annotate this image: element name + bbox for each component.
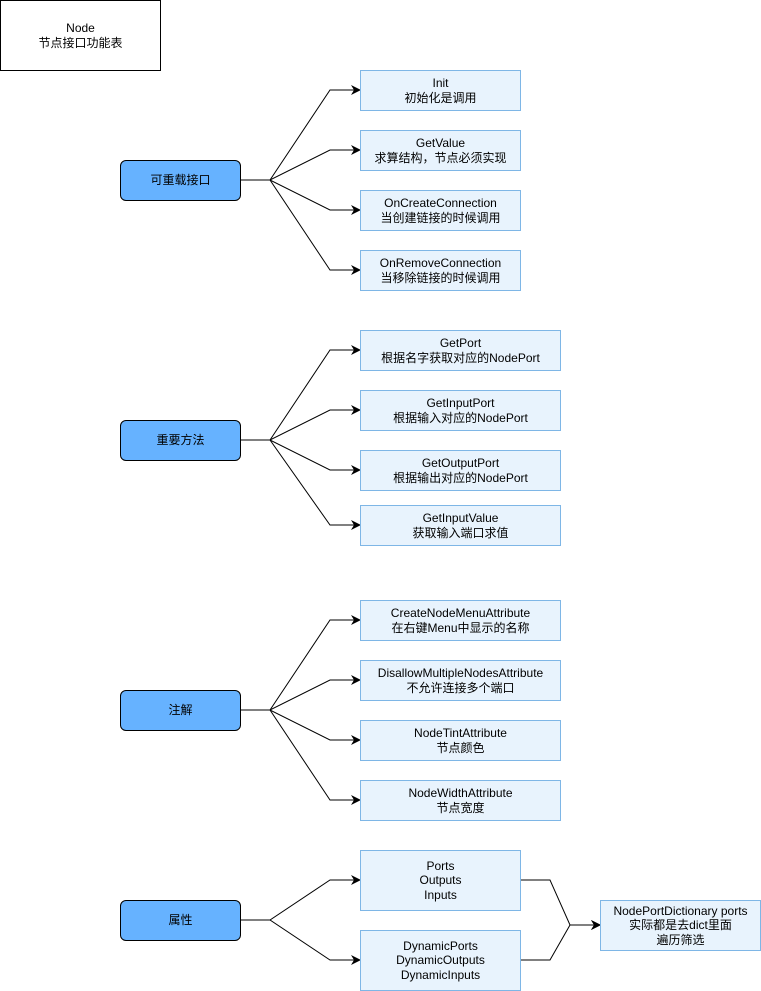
result-nodeportdictionary: NodePortDictionary ports 实际都是去dict里面 遍历筛… [600, 900, 761, 951]
item-desc: 根据输出对应的NodePort [393, 470, 528, 485]
item-name: Init [432, 76, 449, 90]
item-nodewidthattribute: NodeWidthAttribute 节点宽度 [360, 780, 561, 821]
item-name: GetOutputPort [421, 456, 500, 470]
connector [240, 875, 361, 921]
connector [240, 179, 361, 275]
item-oncreateconnection: OnCreateConnection 当创建链接的时候调用 [360, 190, 521, 231]
category-important-methods: 重要方法 [120, 420, 241, 461]
category-overridable-interfaces: 可重载接口 [120, 160, 241, 201]
item-name: GetInputValue [422, 511, 499, 525]
item-init: Init 初始化是调用 [360, 70, 521, 111]
item-line: DynamicInputs [400, 967, 481, 982]
item-dynamicports: DynamicPorts DynamicOutputs DynamicInput… [360, 930, 521, 991]
item-desc: 节点宽度 [436, 800, 485, 815]
connector [520, 920, 601, 961]
item-name: NodeWidthAttribute [408, 786, 513, 800]
connector [240, 439, 361, 475]
connector [240, 919, 361, 965]
connector [240, 405, 361, 441]
item-desc: 节点颜色 [436, 740, 485, 755]
item-name: GetPort [439, 336, 482, 350]
connector [240, 709, 361, 745]
connector [240, 709, 361, 805]
connector [240, 675, 361, 711]
item-desc: 初始化是调用 [404, 90, 477, 105]
item-line: DynamicPorts [403, 938, 478, 953]
item-disallowmultiplenodesattribute: DisallowMultipleNodesAttribute 不允许连接多个端口 [360, 660, 561, 701]
item-getvalue: GetValue 求算结构，节点必须实现 [360, 130, 521, 171]
item-desc: 当移除链接的时候调用 [380, 270, 501, 285]
item-desc: 当创建链接的时候调用 [380, 210, 501, 225]
item-line: Ports [426, 858, 455, 873]
item-name: OnCreateConnection [384, 196, 497, 210]
title-line-1: Node [66, 21, 95, 35]
item-name: OnRemoveConnection [379, 256, 502, 270]
item-desc: 求算结构，节点必须实现 [374, 150, 507, 165]
item-desc: 根据输入对应的NodePort [393, 410, 528, 425]
category-properties: 属性 [120, 900, 241, 941]
item-ports: Ports Outputs Inputs [360, 850, 521, 911]
item-name: GetValue [415, 136, 466, 150]
item-line: Inputs [424, 887, 457, 902]
category-label: 属性 [168, 913, 193, 928]
item-name: CreateNodeMenuAttribute [390, 606, 531, 620]
item-desc: 根据名字获取对应的NodePort [381, 350, 540, 365]
item-getoutputport: GetOutputPort 根据输出对应的NodePort [360, 450, 561, 491]
connector [240, 179, 361, 215]
result-line: NodePortDictionary ports [613, 903, 748, 918]
title-line-2: 节点接口功能表 [38, 35, 123, 50]
result-line: 遍历筛选 [656, 932, 705, 947]
connector [240, 85, 361, 181]
item-desc: 在右键Menu中显示的名称 [391, 620, 530, 635]
connector [240, 615, 361, 711]
connector [520, 879, 601, 930]
item-nodetintattribute: NodeTintAttribute 节点颜色 [360, 720, 561, 761]
category-label: 注解 [168, 703, 193, 718]
item-desc: 不允许连接多个端口 [406, 680, 515, 695]
category-annotations: 注解 [120, 690, 241, 731]
item-line: DynamicOutputs [396, 953, 485, 968]
connector [240, 145, 361, 181]
item-line: Outputs [419, 873, 462, 888]
item-name: GetInputPort [426, 396, 495, 410]
item-onremoveconnection: OnRemoveConnection 当移除链接的时候调用 [360, 250, 521, 291]
item-name: NodeTintAttribute [414, 726, 507, 740]
item-createnodemenuattribute: CreateNodeMenuAttribute 在右键Menu中显示的名称 [360, 600, 561, 641]
category-label: 可重载接口 [150, 173, 211, 188]
item-getport: GetPort 根据名字获取对应的NodePort [360, 330, 561, 371]
item-name: DisallowMultipleNodesAttribute [377, 666, 544, 680]
item-getinputvalue: GetInputValue 获取输入端口求值 [360, 505, 561, 546]
item-desc: 获取输入端口求值 [412, 525, 509, 540]
item-getinputport: GetInputPort 根据输入对应的NodePort [360, 390, 561, 431]
diagram-title-box: Node 节点接口功能表 [0, 0, 161, 71]
connector [240, 439, 361, 530]
result-line: 实际都是去dict里面 [629, 918, 732, 933]
category-label: 重要方法 [156, 433, 205, 448]
connector [240, 345, 361, 441]
